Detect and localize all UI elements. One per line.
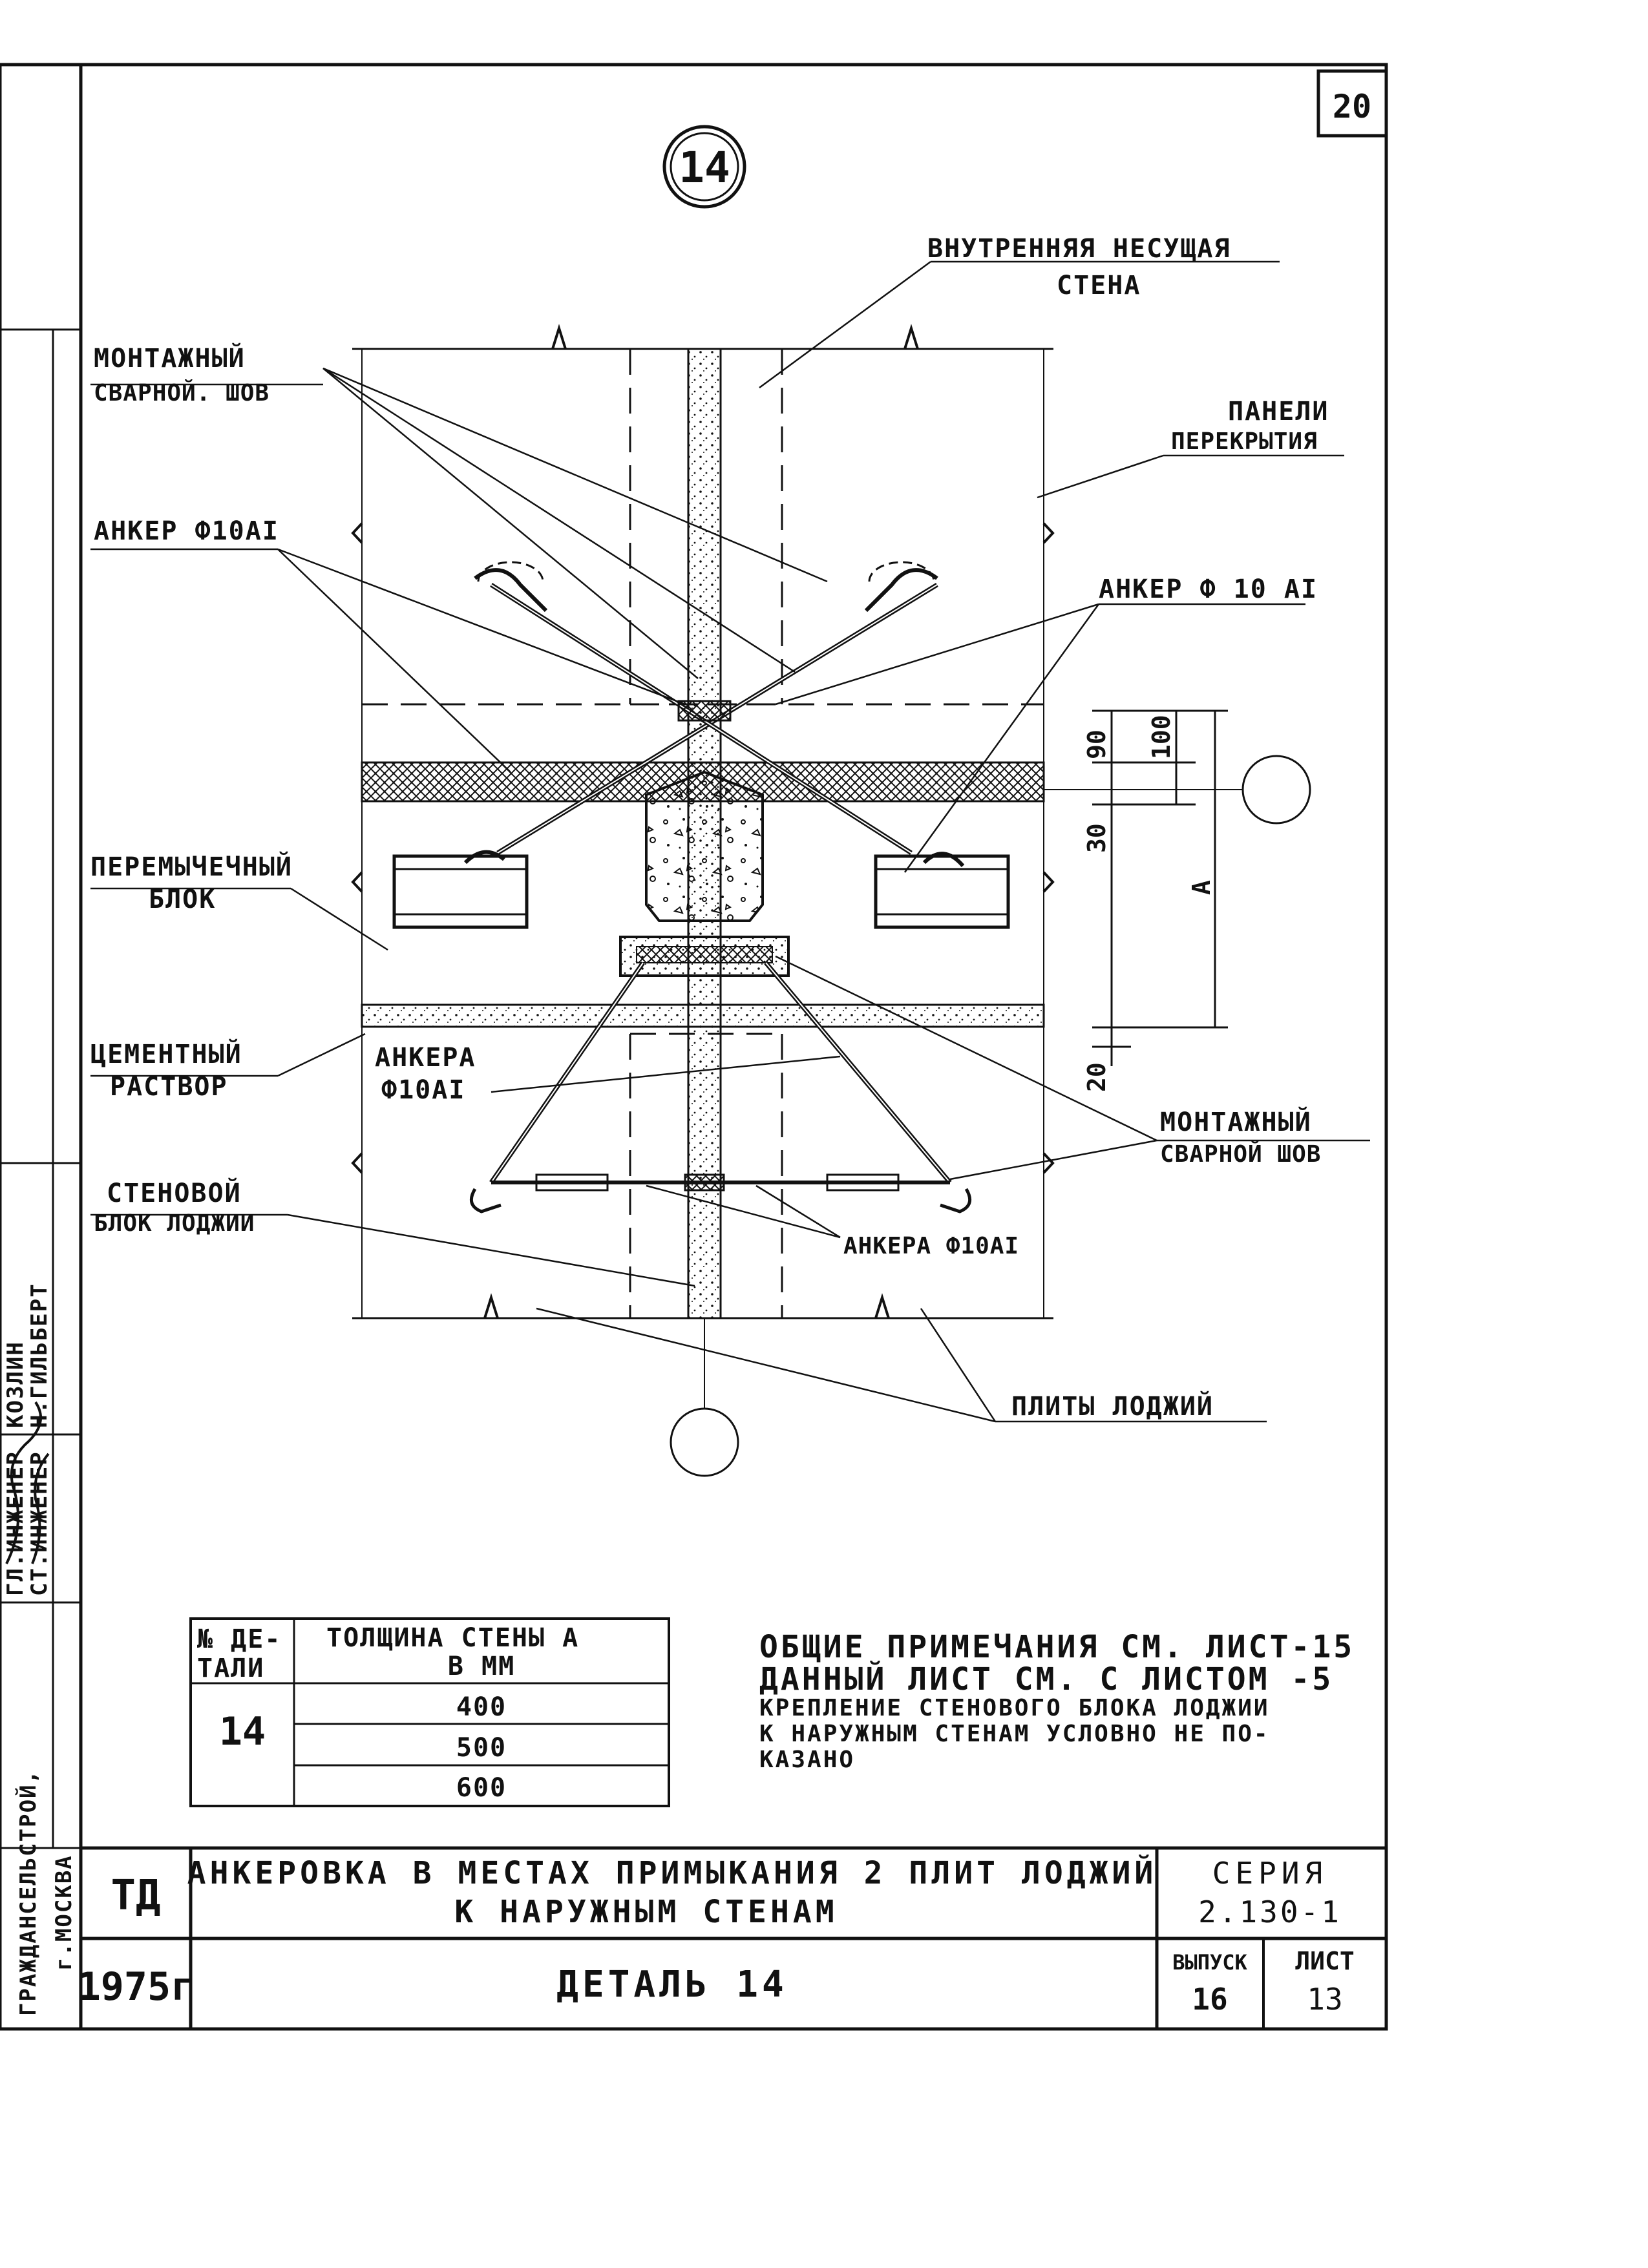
issue-label: ВЫПУСК — [1172, 1950, 1247, 1975]
leader-lines — [90, 260, 1370, 1423]
note-line: ОБЩИЕ ПРИМЕЧАНИЯ СМ. ЛИСТ-15 — [759, 1629, 1355, 1665]
note-line: ДАННЫЙ ЛИСТ СМ. С ЛИСТОМ -5 — [759, 1661, 1333, 1697]
table-col2-header-2: В ММ — [448, 1652, 515, 1681]
label-weld-bottom-2: СВАРНОЙ ШОВ — [1160, 1140, 1321, 1168]
note-line: К НАРУЖНЫМ СТЕНАМ УСЛОВНО НЕ ПО- — [759, 1721, 1270, 1747]
table-col1-header-2: ТАЛИ — [197, 1654, 264, 1683]
label-weld-bottom: МОНТАЖНЫЙ — [1160, 1106, 1312, 1137]
label-loggia-slabs: ПЛИТЫ ЛОДЖИЙ — [1011, 1391, 1214, 1422]
label-anchor-left: АНКЕР Ф10АI — [94, 516, 279, 546]
label-anchors-mid-2: Ф10АI — [381, 1075, 465, 1105]
dim-30: 30 — [1083, 823, 1111, 853]
table-value: 500 — [456, 1733, 507, 1763]
label-weld-top: МОНТАЖНЫЙ — [94, 342, 246, 373]
title-code: ТД — [111, 1872, 160, 1920]
page-number: 20 — [1333, 88, 1371, 125]
table-value: 600 — [456, 1773, 507, 1803]
signature-icon — [5, 1401, 50, 1564]
label-anchor-right: АНКЕР Ф 10 АI — [1099, 574, 1318, 604]
label-mortar: ЦЕМЕНТНЫЙ — [90, 1038, 242, 1069]
table-col1-header: № ДЕ- — [197, 1624, 281, 1654]
label-panels: ПАНЕЛИ — [1228, 397, 1329, 426]
sheet-label: ЛИСТ — [1295, 1947, 1355, 1975]
note-line: КАЗАНО — [759, 1747, 855, 1773]
note-line: КРЕПЛЕНИЕ СТЕНОВОГО БЛОКА ЛОДЖИИ — [759, 1695, 1270, 1721]
label-mortar-2: РАСТВОР — [110, 1072, 228, 1102]
label-lintel-2: БЛОК — [149, 885, 216, 914]
label-wall-block-2: БЛОК ЛОДЖИИ — [94, 1210, 255, 1237]
label-wall-block: СТЕНОВОЙ — [107, 1177, 242, 1208]
table-detail-no: 14 — [219, 1709, 266, 1754]
sidebar-org: ГРАЖДАНСЕЛЬСТРОЙ, — [15, 1769, 41, 2016]
issue-value: 16 — [1192, 1982, 1227, 2017]
detail-marker-number: 14 — [679, 143, 730, 193]
dim-100: 100 — [1147, 715, 1176, 759]
label-inner-wall-2: СТЕНА — [1057, 271, 1141, 300]
series-value: 2.130-1 — [1198, 1895, 1342, 1929]
dim-20: 20 — [1083, 1062, 1111, 1092]
dimension-lines — [1092, 709, 1228, 1066]
thickness-table — [189, 1617, 670, 1807]
label-weld-top-2: СВАРНОЙ. ШОВ — [94, 379, 269, 406]
sheet-value: 13 — [1307, 1982, 1342, 2017]
label-inner-wall: ВНУТРЕННЯЯ НЕСУЩАЯ — [927, 234, 1231, 264]
sidebar-role: ГЛ.ИНЖЕНЕР — [3, 1451, 28, 1596]
title-block — [81, 1846, 1386, 2029]
series-label: СЕРИЯ — [1212, 1856, 1327, 1891]
detail-drawing — [351, 324, 1311, 1477]
label-anchors-mid: АНКЕРА — [375, 1043, 476, 1073]
detail-marker: 14 — [662, 125, 746, 209]
table-value: 400 — [456, 1692, 507, 1722]
sidebar-name: КОЗЛИН — [3, 1341, 28, 1428]
dim-90: 90 — [1083, 730, 1111, 759]
label-lintel: ПЕРЕМЫЧЕЧНЫЙ — [90, 851, 293, 882]
title-line: К НАРУЖНЫМ СТЕНАМ — [454, 1894, 838, 1930]
sidebar-city: г.МОСКВА — [51, 1854, 77, 1971]
sidebar-name: Н.ГИЛЬБЕРТ — [26, 1283, 52, 1428]
title-subtitle: ДЕТАЛЬ 14 — [556, 1964, 787, 2006]
table-col2-header: ТОЛЩИНА СТЕНЫ А — [326, 1623, 579, 1653]
dim-a: А — [1187, 880, 1216, 895]
label-anchors-bottom: АНКЕРА Ф10АI — [843, 1233, 1019, 1259]
label-panels-2: ПЕРЕКРЫТИЯ — [1171, 428, 1318, 455]
sheet-frame — [0, 63, 1388, 2031]
page-number-box: 20 — [1316, 69, 1388, 138]
title-year: 1975г — [78, 1964, 195, 2010]
title-line: АНКЕРОВКА В МЕСТАХ ПРИМЫКАНИЯ 2 ПЛИТ ЛОД… — [187, 1854, 1157, 1891]
